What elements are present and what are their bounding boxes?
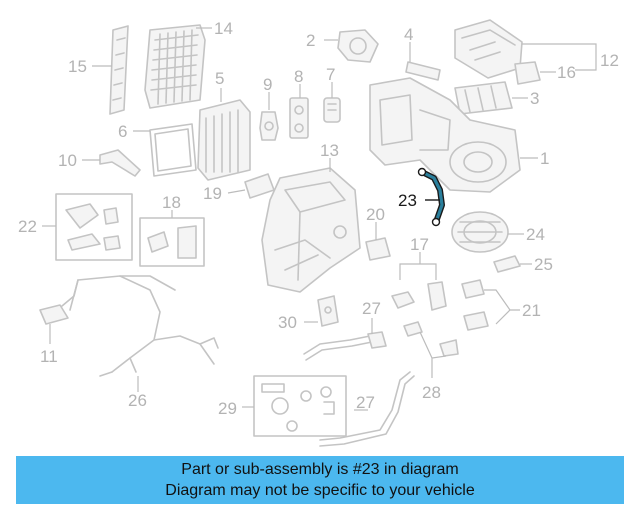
label-29: 29 [218,399,237,418]
label-28: 28 [422,383,441,402]
part-23-drain-hose [417,167,445,227]
label-27-upper: 27 [362,299,381,318]
label-9: 9 [263,75,272,94]
label-15: 15 [68,57,87,76]
part-16-actuator [514,61,541,85]
label-4: 4 [404,25,413,44]
label-30: 30 [278,313,297,332]
part-14-heater-core [144,24,206,109]
label-11: 11 [40,347,58,366]
part-25-resistor [493,255,521,273]
part-29-group [253,375,347,437]
label-22: 22 [18,217,37,236]
label-8: 8 [294,67,303,86]
part-23-fitting-bottom [431,217,441,227]
info-banner: Part or sub-assembly is #23 in diagram D… [16,456,624,504]
part-10-bracket [99,149,141,177]
label-7: 7 [326,65,335,84]
label-3: 3 [530,89,539,108]
callout-labels: 1 2 3 4 5 6 7 8 9 10 11 12 13 14 15 16 1… [18,19,619,418]
label-17: 17 [410,235,429,254]
label-21: 21 [522,301,541,320]
part-13-hvac-housing [261,167,361,293]
label-14: 14 [214,19,233,38]
label-12: 12 [600,51,619,70]
part-24-blower-motor [451,211,509,253]
part-9-sensor [259,111,279,141]
label-26: 26 [128,391,147,410]
label-18: 18 [162,193,181,212]
part-23-hose-body [420,170,444,224]
label-2: 2 [306,31,315,50]
part-27-pipe-upper [303,331,387,361]
part-6-gasket [149,123,197,177]
part-5-evaporator [197,99,251,181]
part-20-module [365,237,391,261]
part-22-group [55,193,133,261]
label-16: 16 [557,63,576,82]
label-20: 20 [366,205,385,224]
label-19: 19 [203,184,222,203]
part-3-filter [454,81,513,115]
label-13: 13 [320,141,339,160]
part-7-valve [323,97,341,123]
label-1: 1 [540,149,549,168]
part-30-bracket [317,295,339,327]
part-23-fitting-top [417,167,427,177]
part-1-blower-housing [369,77,521,193]
part-26-wiring-harness [61,275,219,392]
label-24: 24 [526,225,545,244]
part-11-sensor [39,304,69,344]
part-18-group [139,217,205,267]
label-6: 6 [118,122,127,141]
part-12-duct [454,19,523,79]
part-19-motor [244,173,275,199]
banner-line-2: Diagram may not be specific to your vehi… [165,482,475,499]
part-17-sensors [391,252,447,311]
part-4-seal [405,61,441,81]
part-28-sensors [403,321,459,378]
banner-line-1: Part or sub-assembly is #23 in diagram [181,461,459,478]
part-8-seal-plate [289,97,309,139]
parts-diagram: 1 2 3 4 5 6 7 8 9 10 11 12 13 14 15 16 1… [18,19,619,447]
label-5: 5 [215,69,224,88]
part-15-seal [109,25,129,115]
label-27-lower: 27 [356,393,375,412]
part-2-gasket [337,29,379,63]
label-25: 25 [534,255,553,274]
label-23: 23 [398,191,417,210]
label-10: 10 [58,151,77,170]
part-27-pipe-lower [319,371,415,447]
part-21-actuators [461,279,520,331]
